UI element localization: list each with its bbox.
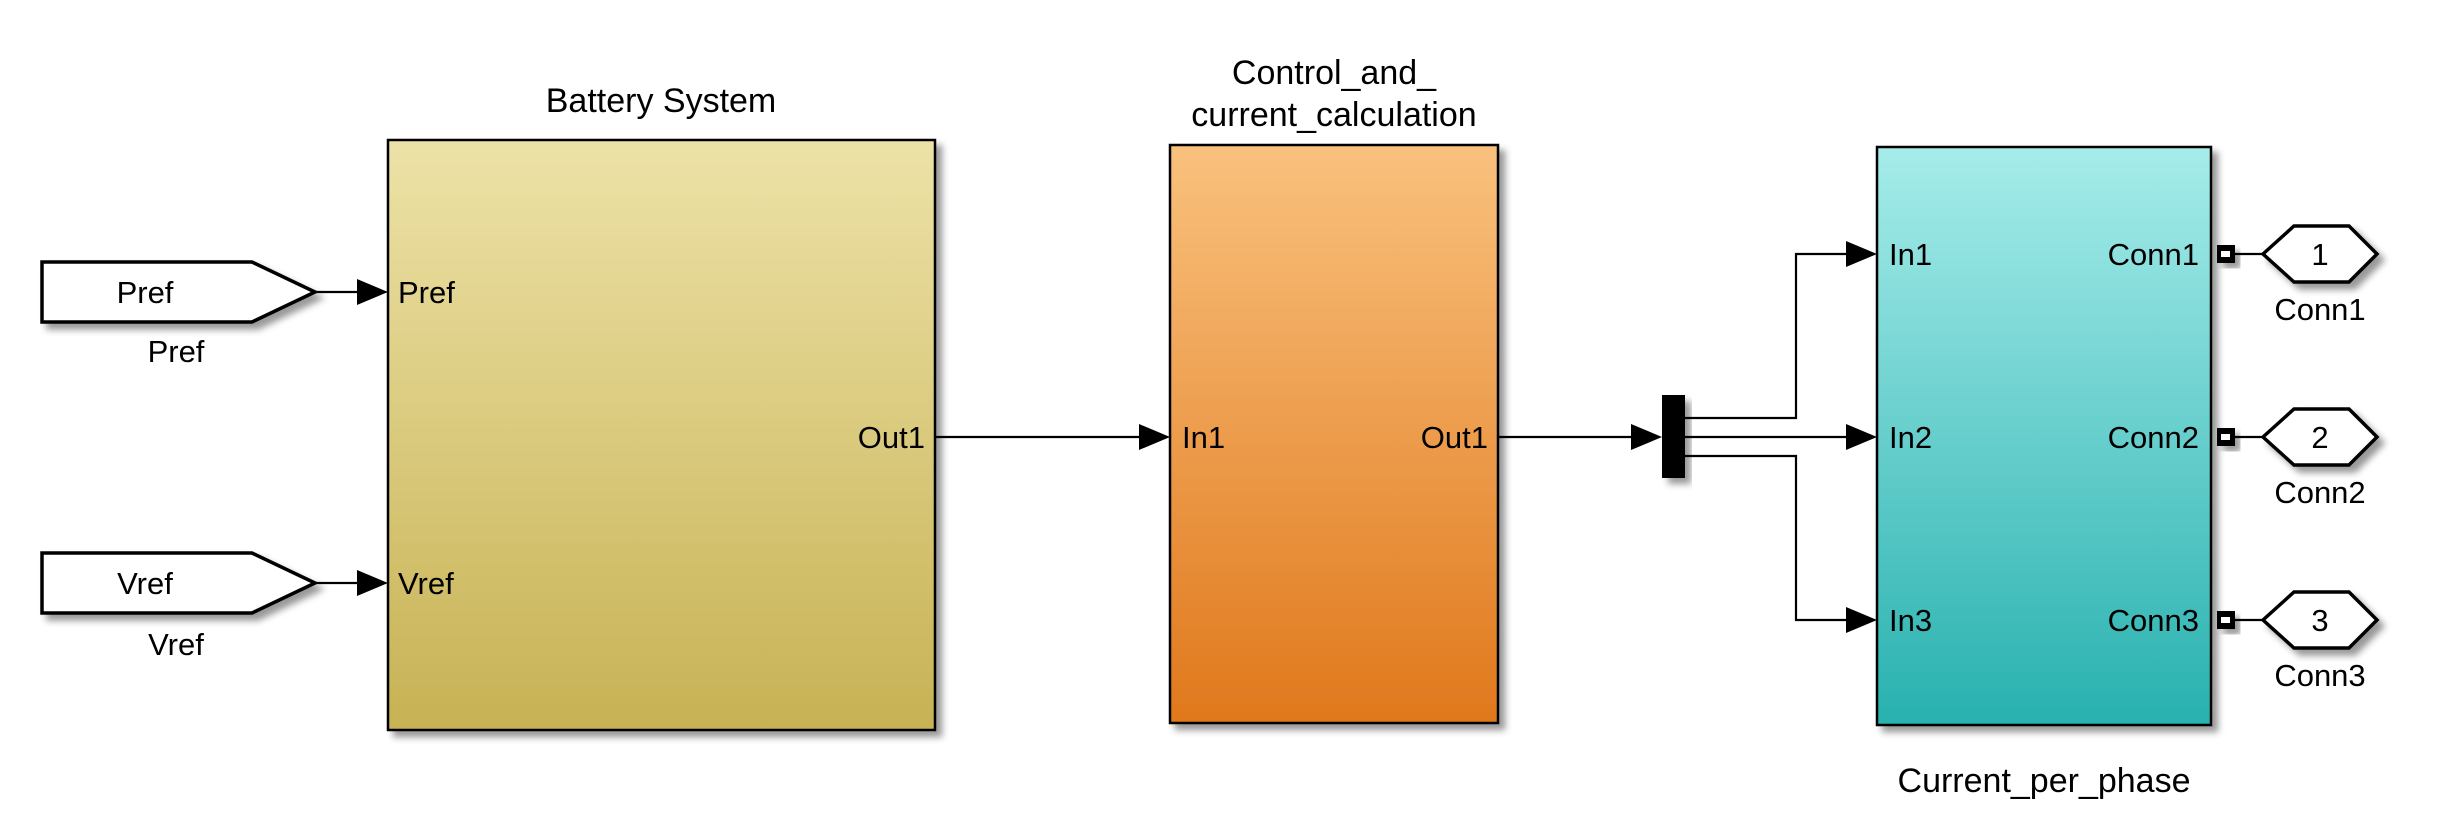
signal-demux-to-in1[interactable] [1685, 241, 1877, 420]
port-block-1-hexagon[interactable] [2260, 224, 2380, 284]
current-per-phase-block[interactable] [1875, 145, 2213, 727]
battery-system-title[interactable]: Battery System [546, 82, 777, 120]
input-tag-pref-label[interactable]: Pref [148, 334, 205, 369]
signal-demux-to-in2[interactable] [1685, 424, 1877, 450]
arrowhead-icon [357, 570, 388, 596]
input-tag-vref[interactable] [40, 551, 320, 615]
arrowhead-icon [1631, 424, 1662, 450]
control-port-out1-label: Out1 [1421, 420, 1488, 455]
input-tag-pref-text: Pref [117, 275, 174, 310]
port-block-2-number: 2 [2311, 420, 2328, 455]
battery-port-out1-label: Out1 [858, 420, 925, 455]
arrowhead-icon [357, 279, 388, 305]
conn2-port-square-dot [2221, 434, 2230, 440]
port-block-1-number: 1 [2311, 237, 2328, 272]
control-block-group: Control_and_ current_calculation In1 Out… [1168, 54, 1500, 725]
port-block-1-label[interactable]: Conn1 [2274, 292, 2365, 327]
arrowhead-icon [1846, 241, 1877, 267]
port-block-2-label[interactable]: Conn2 [2274, 475, 2365, 510]
port-block-3-group: 3 Conn3 [2260, 590, 2380, 693]
phase-port-conn2-label: Conn2 [2108, 420, 2199, 455]
input-tag-vref-text: Vref [117, 566, 173, 601]
input-tag-vref-group: Vref Vref [40, 551, 320, 662]
signal-control-to-demux[interactable] [1498, 424, 1662, 450]
arrowhead-icon [1846, 607, 1877, 633]
input-tag-pref[interactable] [40, 260, 320, 324]
port-block-2-group: 2 Conn2 [2260, 407, 2380, 510]
current-per-phase-title[interactable]: Current_per_phase [1898, 762, 2191, 800]
port-block-3-label[interactable]: Conn3 [2274, 658, 2365, 693]
port-block-3-hexagon[interactable] [2260, 590, 2380, 650]
control-block-title-line1[interactable]: Control_and_ [1232, 54, 1437, 92]
phase-port-conn1-label: Conn1 [2108, 237, 2199, 272]
port-block-3-number: 3 [2311, 603, 2328, 638]
conn1-port-square-group [2217, 245, 2263, 263]
phase-port-in3-label: In3 [1889, 603, 1932, 638]
arrowhead-icon [1846, 424, 1877, 450]
phase-port-conn3-label: Conn3 [2108, 603, 2199, 638]
conn1-port-square-dot [2221, 251, 2230, 257]
port-block-1-group: 1 Conn1 [2260, 224, 2380, 327]
input-tag-pref-group: Pref Pref [40, 260, 320, 369]
phase-port-in1-label: In1 [1889, 237, 1932, 272]
arrowhead-icon [1139, 424, 1170, 450]
battery-system-block-group: Battery System Pref Vref Out1 [386, 82, 937, 732]
signal-pref-to-battery[interactable] [315, 279, 388, 305]
control-block-title-line2[interactable]: current_calculation [1191, 96, 1476, 134]
input-tag-vref-label[interactable]: Vref [148, 627, 204, 662]
battery-system-block[interactable] [386, 138, 937, 732]
signal-demux-to-in3[interactable] [1685, 454, 1877, 633]
demux-block[interactable] [1662, 395, 1685, 478]
signal-battery-to-control[interactable] [935, 424, 1170, 450]
conn3-port-square-group [2217, 611, 2263, 629]
control-port-in1-label: In1 [1182, 420, 1225, 455]
battery-port-vref-label: Vref [398, 566, 454, 601]
signal-vref-to-battery[interactable] [315, 570, 388, 596]
conn2-port-square-group [2217, 428, 2263, 446]
current-per-phase-block-group: Current_per_phase In1 In2 In3 Conn1 Conn… [1875, 145, 2213, 800]
port-block-2-hexagon[interactable] [2260, 407, 2380, 467]
conn3-port-square-dot [2221, 617, 2230, 623]
control-block[interactable] [1168, 143, 1500, 725]
phase-port-in2-label: In2 [1889, 420, 1932, 455]
battery-port-pref-label: Pref [398, 275, 455, 310]
